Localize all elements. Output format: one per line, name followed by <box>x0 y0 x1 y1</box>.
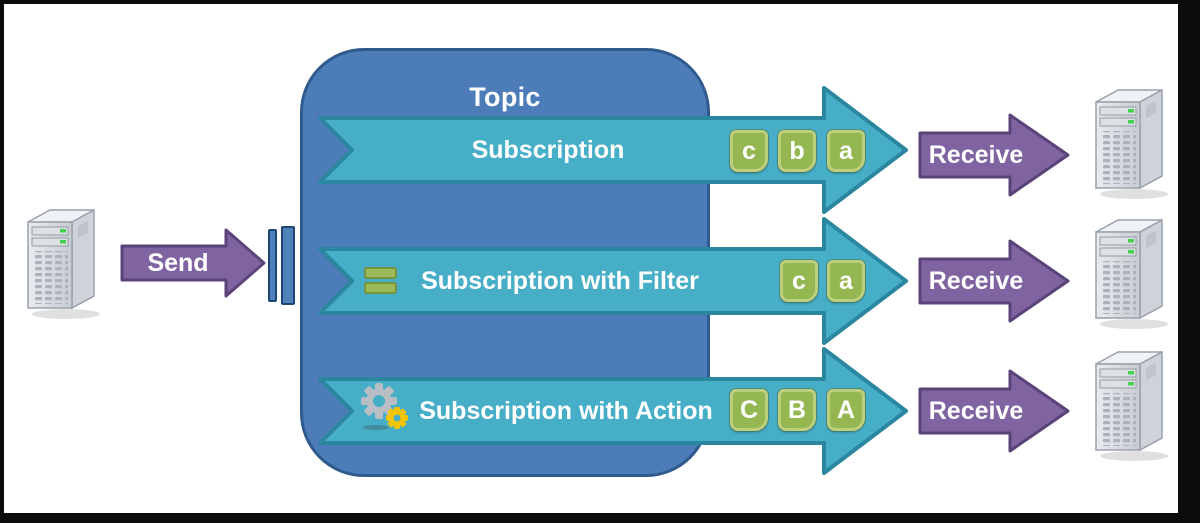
receiver-server-icon-3 <box>1095 351 1169 462</box>
topic-entry-bar-2 <box>281 226 295 305</box>
send-arrow-label: Send <box>147 249 209 277</box>
message-badge: B <box>778 389 816 431</box>
subscription-label-2: Subscription with Filter <box>421 267 699 295</box>
message-badge: c <box>780 260 818 302</box>
message-badge: a <box>827 130 865 172</box>
receive-arrow-2 <box>918 239 1070 323</box>
gear-small <box>386 407 408 429</box>
receive-arrow-label-2: Receive <box>928 267 1024 295</box>
subscription-banner-2 <box>318 217 908 345</box>
receiver-server-icon-1 <box>1095 89 1169 200</box>
sender-server-icon <box>27 209 101 320</box>
message-badge: C <box>730 389 768 431</box>
subscription-banner-3 <box>318 347 908 475</box>
receive-arrow-label-3: Receive <box>928 397 1024 425</box>
message-badge: A <box>827 389 865 431</box>
subscription-label-1: Subscription <box>471 136 625 164</box>
receive-arrow-3 <box>918 369 1070 453</box>
gears-icon <box>361 383 408 431</box>
receive-arrow-label-1: Receive <box>928 141 1024 169</box>
filter-bar <box>364 267 397 279</box>
topic-entry-bar-1 <box>268 229 277 302</box>
message-badge: c <box>730 130 768 172</box>
gear-large <box>361 383 397 419</box>
filter-icon <box>364 267 397 294</box>
receive-arrow-1 <box>918 113 1070 197</box>
subscription-banner-1 <box>318 86 908 214</box>
receiver-server-icon-2 <box>1095 219 1169 330</box>
message-badge: a <box>827 260 865 302</box>
send-arrow <box>120 228 266 298</box>
filter-bar <box>364 282 397 294</box>
message-badge: b <box>778 130 816 172</box>
subscription-label-3: Subscription with Action <box>419 397 713 425</box>
topic-title: Topic <box>469 82 541 112</box>
